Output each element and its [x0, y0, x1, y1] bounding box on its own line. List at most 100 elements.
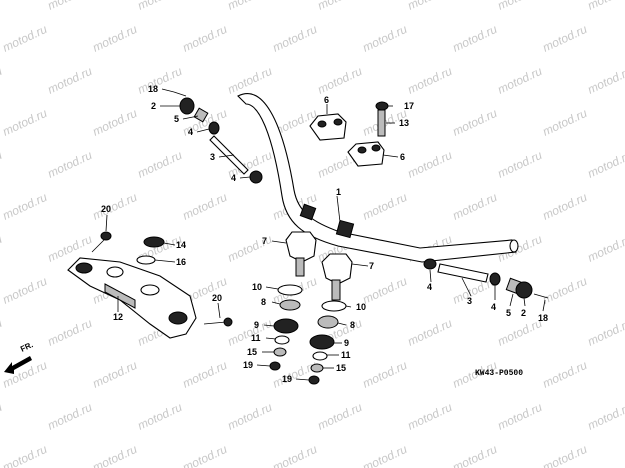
watermark-text: motod.ru [585, 0, 625, 13]
callout-5-left: 5 [174, 114, 179, 124]
watermark-text: motod.ru [450, 442, 499, 468]
bridge-rubbers [136, 236, 165, 265]
callout-1: 1 [336, 187, 341, 197]
watermark-text: motod.ru [360, 22, 409, 55]
watermark-text: motod.ru [540, 442, 589, 468]
watermark-text: motod.ru [225, 316, 274, 349]
callout-11-left: 11 [251, 333, 261, 343]
top-bridge [67, 257, 197, 339]
watermark-text: motod.ru [495, 148, 544, 181]
watermark-text: motod.ru [45, 148, 94, 181]
callout-10-left: 10 [252, 282, 262, 292]
watermark-text: motod.ru [0, 0, 4, 13]
watermark-text: motod.ru [180, 190, 229, 223]
watermark-text: motod.ru [360, 358, 409, 391]
callout-8-right: 8 [350, 320, 355, 330]
watermark-text: motod.ru [180, 442, 229, 468]
callout-10-right: 10 [356, 302, 366, 312]
watermark-text: motod.ru [540, 106, 589, 139]
callout-15-left: 15 [247, 347, 257, 357]
watermark-text: motod.ru [495, 0, 544, 13]
watermark-text: motod.ru [540, 358, 589, 391]
watermark-text: motod.ru [405, 400, 454, 433]
watermark-text: motod.ru [225, 0, 274, 13]
watermark-text: motod.ru [0, 148, 4, 181]
watermark-text: motod.ru [45, 64, 94, 97]
watermark-text: motod.ru [315, 64, 364, 97]
callout-18-left: 18 [148, 84, 158, 94]
watermark-text: motod.ru [90, 106, 139, 139]
watermark-text: motod.ru [585, 316, 625, 349]
callout-7-right: 7 [369, 261, 374, 271]
watermark-text: motod.ru [0, 274, 49, 307]
callout-4-left-lower: 4 [231, 173, 236, 183]
watermark-text: motod.ru [0, 442, 49, 468]
watermark-text: motod.ru [0, 400, 4, 433]
callout-18-right: 18 [538, 313, 548, 323]
watermark-text: motod.ru [90, 22, 139, 55]
callout-16: 16 [176, 257, 186, 267]
watermark-text: motod.ru [540, 22, 589, 55]
holder-bolt [375, 101, 389, 137]
callout-19-left: 19 [243, 360, 253, 370]
leader-lines [105, 88, 546, 381]
watermark-text: motod.ru [0, 106, 49, 139]
watermark-text: motod.ru [270, 442, 319, 468]
callout-9-right: 9 [344, 338, 349, 348]
callout-3-left: 3 [210, 152, 215, 162]
handlebar [237, 93, 519, 263]
watermark-text: motod.ru [540, 190, 589, 223]
callout-12: 12 [113, 312, 123, 322]
watermark-text: motod.ru [315, 400, 364, 433]
callout-19-right: 19 [282, 374, 292, 384]
callout-7-left: 7 [262, 236, 267, 246]
callout-13: 13 [399, 118, 409, 128]
callout-6-top: 6 [324, 95, 329, 105]
callout-3-right: 3 [467, 296, 472, 306]
watermark-text: motod.ru [405, 316, 454, 349]
arrow-icon [4, 356, 32, 374]
watermark-text: motod.ru [315, 0, 364, 13]
callout-17: 17 [404, 101, 414, 111]
right-rubber-stack [308, 300, 347, 385]
watermark-text: motod.ru [585, 64, 625, 97]
watermark-text: motod.ru [90, 190, 139, 223]
lower-holder-right [321, 253, 353, 301]
callout-8-left: 8 [261, 297, 266, 307]
callout-14: 14 [176, 240, 186, 250]
watermark-text: motod.ru [45, 400, 94, 433]
callout-4-right-lower: 4 [491, 302, 496, 312]
watermark-text: motod.ru [225, 64, 274, 97]
callout-4-right-upper: 4 [427, 282, 432, 292]
watermark-text: motod.ru [360, 274, 409, 307]
watermark-text: motod.ru [225, 232, 274, 265]
watermark-text: motod.ru [135, 148, 184, 181]
right-bar-end-assembly [423, 258, 549, 299]
watermark-text: motod.ru [495, 64, 544, 97]
watermark-text: motod.ru [450, 22, 499, 55]
watermark-text: motod.ru [180, 358, 229, 391]
watermark-text: motod.ru [0, 22, 49, 55]
watermark-text: motod.ru [405, 0, 454, 13]
watermark-text: motod.ru [0, 232, 4, 265]
watermark-text: motod.ru [450, 106, 499, 139]
watermark-text: motod.ru [135, 64, 184, 97]
watermark-text: motod.ru [450, 190, 499, 223]
callout-2-right: 2 [521, 308, 526, 318]
callout-20-upper: 20 [101, 204, 111, 214]
upper-holder-bottom [347, 141, 385, 167]
bridge-bolt-upper [91, 231, 112, 253]
watermark-text: motod.ru [540, 274, 589, 307]
watermark-text: motod.ru [270, 22, 319, 55]
watermark-text: motod.ru [90, 442, 139, 468]
watermark-text: motod.ru [180, 22, 229, 55]
callout-2-left: 2 [151, 101, 156, 111]
watermark-text: motod.ru [45, 316, 94, 349]
upper-holder-top [309, 113, 347, 141]
callouts: 18 2 5 4 3 4 6 17 13 6 1 7 7 10 8 10 9 8… [101, 84, 548, 384]
callout-11-right: 11 [341, 350, 351, 360]
callout-15-right: 15 [336, 363, 346, 373]
watermark-text: motod.ru [495, 400, 544, 433]
watermark-text: motod.ru [135, 0, 184, 13]
